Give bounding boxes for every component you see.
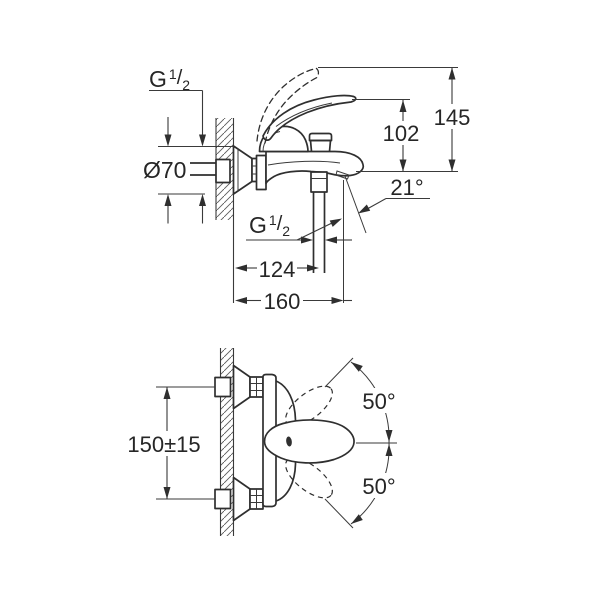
dimension-reach-124: 124 — [235, 257, 319, 282]
reach-160-label: 160 — [264, 289, 301, 314]
dimension-height-145: 145 — [318, 66, 474, 173]
spout-angle-label: 21° — [390, 175, 423, 200]
escutcheon-diameter-label: Ø70 — [143, 157, 186, 183]
height-145-label: 145 — [434, 105, 471, 130]
dimension-escutcheon-diameter: Ø70 — [143, 117, 234, 224]
lever-swing-annotation: 50° 50° — [324, 357, 401, 529]
lever-indicator-dot — [286, 436, 292, 447]
dimension-height-102: 102 — [352, 98, 422, 172]
swing-lower-label: 50° — [362, 474, 395, 499]
faucet-body-front — [255, 150, 365, 191]
dimension-reach-160: 160 — [235, 289, 352, 314]
lever-handle-side — [263, 419, 355, 464]
supply-distance-label: 150±15 — [127, 432, 200, 457]
supply-connection-front — [190, 158, 231, 184]
lever-raised-dashed — [256, 67, 320, 144]
dimension-spout-angle: 21° — [358, 175, 430, 214]
spout-angle-lines — [343, 175, 367, 303]
dimension-supply-distance: 150±15 — [127, 386, 215, 500]
side-view: 50° 50° 150±15 — [127, 348, 401, 536]
lever-handle-front — [262, 94, 357, 141]
reach-124-label: 124 — [259, 257, 296, 282]
escutcheons-side — [232, 364, 264, 522]
wall-section-front — [215, 118, 235, 303]
shower-outlet-front — [310, 171, 328, 273]
swing-upper-label: 50° — [362, 389, 395, 414]
height-102-label: 102 — [383, 121, 420, 146]
diverter-knob — [308, 132, 333, 152]
